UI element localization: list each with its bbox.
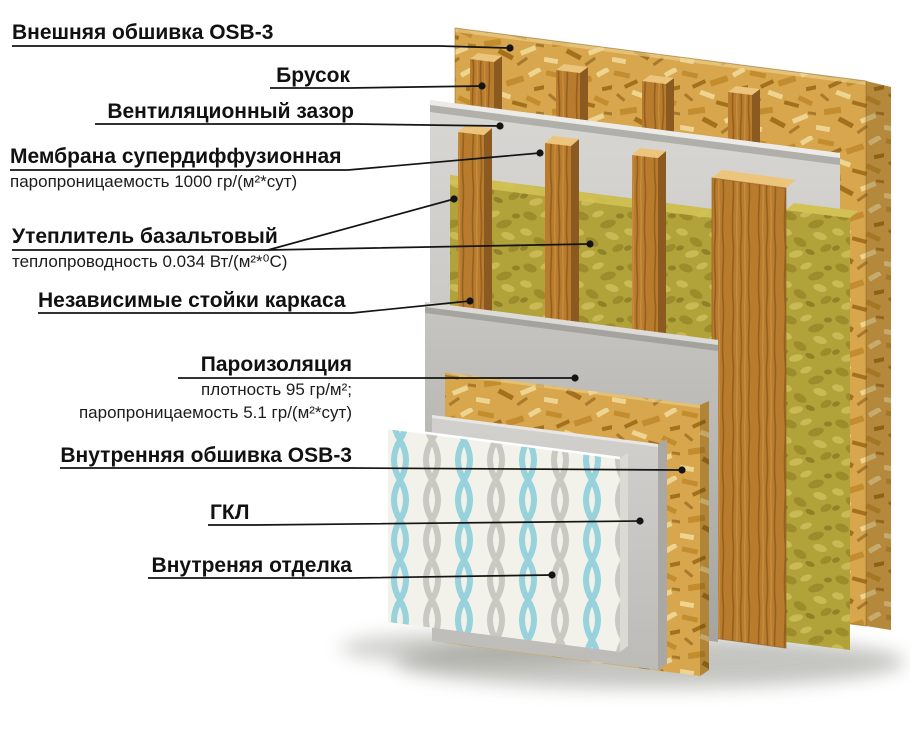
leader-dot-insulation [586,240,594,248]
gkl-edge [658,439,667,670]
leader-line-insulation-2 [267,198,455,251]
leader-line-gkl [208,520,641,526]
label-vent-gap: Вентиляционный зазор [107,99,354,124]
label-batten: Брусок [276,63,350,88]
stud-column [711,170,796,649]
label-finish-title: Внутреняя отделка [151,554,352,577]
leader-line-vent-gap [95,123,501,127]
leader-dot-batten [478,82,486,90]
inner-osb-edge [700,401,709,676]
label-outer-osb: Внешняя обшивка OSB-3 [12,20,273,45]
wallpaper-edge [620,453,628,652]
label-insulation-title: Утеплитель базальтовый [12,225,278,248]
leader-dot-membrane [536,149,544,157]
label-vapor-subtitle-2: паропроницаемость 5.1 гр/(м²*сут) [78,403,352,422]
leader-dots [450,44,686,579]
leader-line-outer-osb [12,45,511,49]
leader-dot-studs [466,297,474,305]
leader-line-finish [148,574,553,579]
label-finish: Внутреняя отделка [152,553,352,578]
label-inner-osb-title: Внутренняя обшивка OSB-3 [60,444,352,467]
leader-dot-finish [548,571,556,579]
label-insulation: Утеплитель базальтовый теплопроводность … [12,224,287,272]
label-vapor: Пароизоляция плотность 95 гр/м²; паропро… [79,352,352,423]
label-membrane-subtitle: паропроницаемость 1000 гр/(м²*сут) [10,172,298,191]
leader-dot-vapor [571,374,579,382]
leader-dot-inner-osb [678,466,686,474]
leader-dot-gkl [636,517,644,525]
leader-line-membrane [10,152,541,171]
leader-line-studs [38,300,471,314]
outer-osb-edge [866,81,891,630]
label-vapor-subtitle-1: плотность 95 гр/м²; [201,380,352,399]
label-studs: Независимые стойки каркаса [38,288,346,313]
leader-line-inner-osb [60,467,683,471]
label-membrane: Мембрана супердиффузионная паропроницаем… [10,144,341,192]
insulation-column [786,203,858,650]
label-studs-title: Независимые стойки каркаса [38,289,346,312]
leader-dot-outer-osb [506,44,514,52]
label-batten-title: Брусок [276,64,350,87]
wallpaper-panel [387,426,628,652]
leader-dot-insulation-2 [450,195,458,203]
leader-dot-vent-gap [496,122,504,130]
label-vapor-title: Пароизоляция [200,353,352,376]
leader-line-batten [270,85,483,89]
label-insulation-subtitle: теплопроводность 0.034 Вт/(м²*⁰С) [12,252,288,271]
label-gkl: ГКЛ [210,500,249,525]
label-outer-osb-title: Внешняя обшивка OSB-3 [12,21,274,44]
label-inner-osb: Внутренняя обшивка OSB-3 [60,443,352,468]
ventilation-gap-shadow [430,105,840,165]
leader-lines [10,45,683,579]
label-gkl-title: ГКЛ [210,501,250,524]
label-vent-gap-title: Вентиляционный зазор [107,100,354,123]
label-membrane-title: Мембрана супердиффузионная [10,145,342,168]
